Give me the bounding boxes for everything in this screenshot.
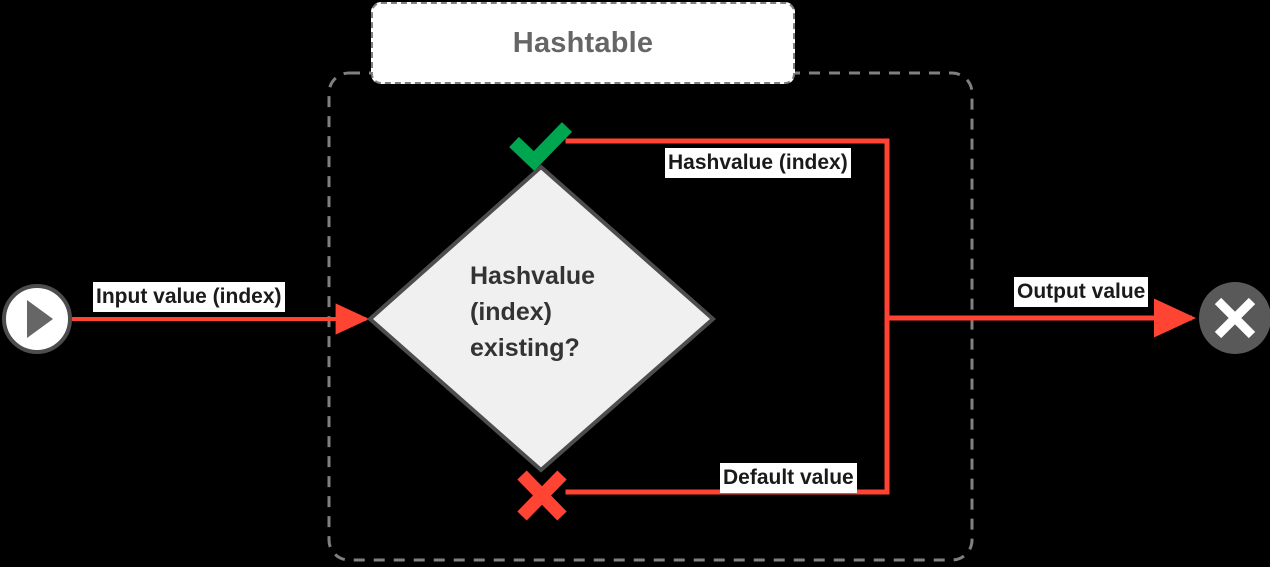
- edge-label-input: Input value (index): [93, 282, 285, 312]
- decision-diamond[interactable]: [366, 164, 717, 473]
- edge-hashvalue-yes: [565, 138, 890, 321]
- start-node[interactable]: [2, 284, 72, 354]
- cross-icon: [517, 470, 567, 521]
- check-icon: [509, 122, 573, 171]
- edge-label-hashvalue: Hashvalue (index): [665, 148, 851, 178]
- edge-label-output: Output value: [1014, 277, 1149, 307]
- edge-label-default: Default value: [720, 463, 857, 493]
- play-icon: [27, 300, 53, 338]
- end-node[interactable]: [1199, 282, 1270, 354]
- close-x-icon: [1214, 297, 1256, 339]
- edge-default-no: [565, 315, 890, 495]
- hashtable-group-title-box: Hashtable: [371, 2, 795, 84]
- hashtable-group-title: Hashtable: [512, 26, 654, 59]
